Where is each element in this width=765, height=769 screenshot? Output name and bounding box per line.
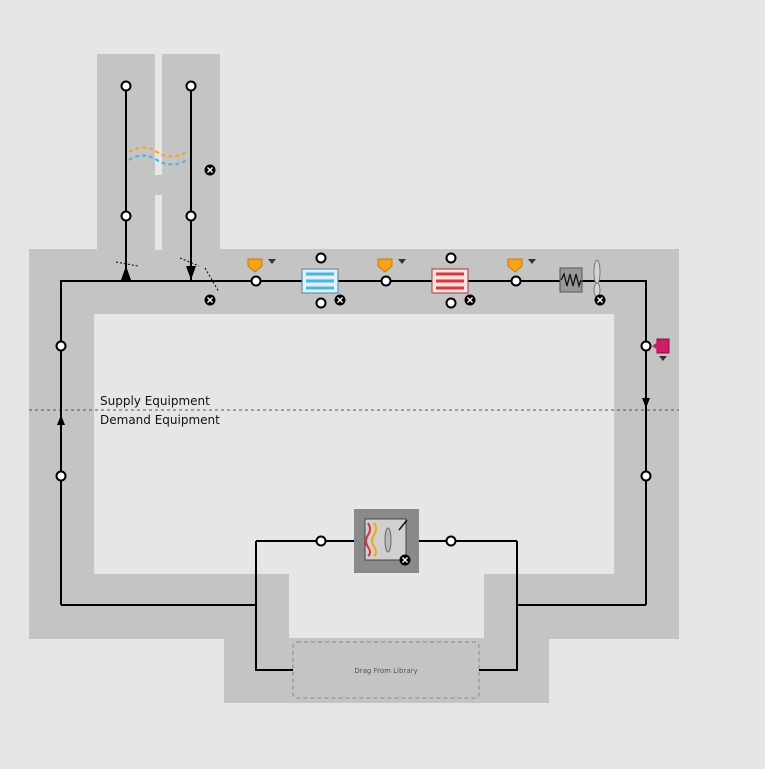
setpoint-manager-icon[interactable] [377,258,406,273]
dropzone-label: Drag From Library [354,667,417,675]
demand-equipment-label: Demand Equipment [100,413,220,427]
node [445,535,457,547]
remove-icon[interactable] [594,294,606,306]
setpoint-manager-icon[interactable] [507,258,536,273]
node [510,275,522,287]
node [315,252,327,264]
remove-icon[interactable] [399,554,411,566]
node [185,210,197,222]
flow-arrow-icon [57,266,650,425]
remove-icon[interactable] [204,164,216,176]
cooling-coil-icon[interactable] [301,268,339,294]
remove-icon[interactable] [334,294,346,306]
node [55,340,67,352]
node [380,275,392,287]
node [55,470,67,482]
fan-icon[interactable] [593,259,601,298]
terminal-unit-icon[interactable] [354,509,419,573]
node [640,470,652,482]
node [445,297,457,309]
node [445,252,457,264]
node [120,210,132,222]
loop-nodes[interactable] [55,80,652,547]
node [120,80,132,92]
remove-icon[interactable] [204,294,216,306]
node [185,80,197,92]
node [640,340,652,352]
heat-exchanger-icon[interactable] [128,146,188,166]
supply-equipment-label: Supply Equipment [100,394,210,408]
heating-coil-icon[interactable] [431,268,469,294]
drag-from-library-dropzone[interactable]: Drag From Library [292,641,480,699]
setpoint-manager-icon[interactable] [247,258,276,273]
outdoor-air-node-icon[interactable] [652,338,670,361]
remove-icon[interactable] [464,294,476,306]
humidifier-icon[interactable] [559,267,583,293]
damper-icon[interactable] [115,257,220,293]
node [315,535,327,547]
node [250,275,262,287]
node [315,297,327,309]
